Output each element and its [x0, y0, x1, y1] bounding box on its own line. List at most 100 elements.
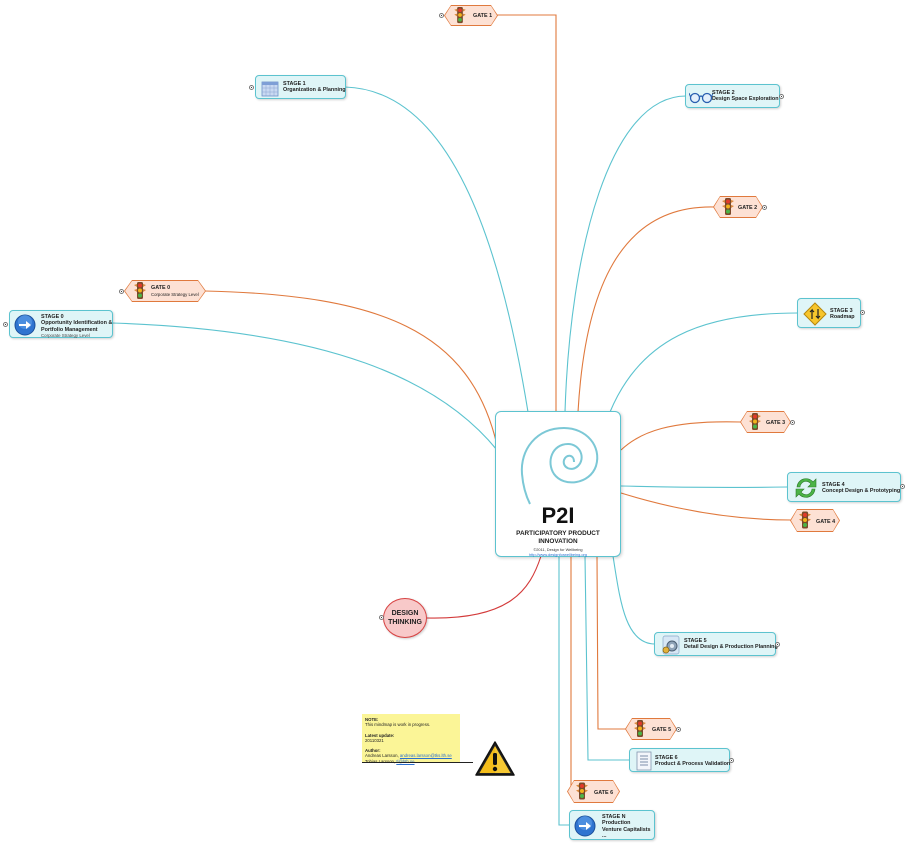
author-2-name: Tobias Larsson, [365, 759, 395, 764]
gate-0-small: Corporate Strategy Level [151, 291, 199, 297]
gate-0-node[interactable]: GATE 0 Corporate Strategy Level [124, 280, 206, 302]
central-topic-p2i[interactable]: P2I PARTICIPATORY PRODUCT INNOVATION ©20… [495, 411, 621, 557]
collapse-toggle-stage-0[interactable] [3, 322, 8, 327]
gate-4-title: GATE 4 [816, 519, 836, 525]
stage-2-text: STAGE 2 Design Space Exploration [712, 90, 779, 103]
link-stage-5 [612, 555, 656, 645]
collapse-toggle-gate-0[interactable] [119, 289, 124, 294]
stage-2-title: STAGE 2 [712, 90, 735, 96]
link-stage-0 [111, 322, 498, 451]
traffic-light-icon [799, 511, 811, 529]
design-thinking-node[interactable]: DESIGN THINKING [383, 598, 427, 638]
stage-5-text: STAGE 5 Detail Design & Production Plann… [684, 638, 778, 651]
collapse-toggle-stage-1[interactable] [249, 85, 254, 90]
collapse-toggle-stage-2[interactable] [779, 94, 784, 99]
collapse-toggle-gate-2[interactable] [762, 205, 767, 210]
note-author-2: Tobias Larsson, tl@bth.se [365, 759, 457, 764]
stage-6-title: STAGE 6 [655, 755, 678, 761]
road-sign-icon [803, 302, 827, 326]
stage-0-subtitle-2: Portfolio Management [41, 326, 98, 333]
stage-3-text: STAGE 3 Roadmap [830, 308, 855, 321]
note-box[interactable]: NOTE: This mindmap is work in progress. … [362, 714, 460, 764]
traffic-light-icon [749, 413, 761, 430]
gate-3-node[interactable]: GATE 3 [740, 411, 791, 433]
link-gate-3 [620, 421, 742, 451]
stage-0-text: STAGE 0 Opportunity Identification & Por… [41, 314, 112, 339]
collapse-toggle-stage-4[interactable] [900, 484, 905, 489]
link-gate-4 [620, 492, 792, 521]
gate-4-node[interactable]: GATE 4 [790, 509, 840, 532]
blue-arrow-icon [14, 314, 36, 336]
gate-2-title: GATE 2 [738, 205, 758, 211]
stage-2-node[interactable]: STAGE 2 Design Space Exploration [685, 84, 780, 108]
stage-4-subtitle: Concept Design & Prototyping [822, 488, 901, 495]
gate-0-text: GATE 0 Corporate Strategy Level [151, 285, 199, 297]
collapse-toggle-design-thinking[interactable] [379, 615, 384, 620]
stage-n-ellipsis: ... [602, 832, 607, 839]
traffic-light-icon [454, 6, 466, 24]
stage-n-node[interactable]: STAGE N Production Venture Capitalists .… [569, 810, 655, 840]
stage-3-node[interactable]: STAGE 3 Roadmap [797, 298, 861, 328]
central-subtitle-line2: INNOVATION [538, 538, 578, 545]
collapse-toggle-stage-5[interactable] [775, 642, 780, 647]
stage-1-text: STAGE 1 Organization & Planning [283, 81, 346, 94]
note-author-1: Andreas Larsson, andreas.larsson@tks.lth… [365, 753, 457, 758]
traffic-light-icon [722, 198, 734, 215]
note-heading: NOTE: [365, 717, 379, 722]
collapse-toggle-gate-1[interactable] [439, 13, 444, 18]
warning-icon [475, 741, 515, 776]
stage-1-subtitle: Organization & Planning [283, 87, 346, 94]
link-gate-1 [497, 14, 557, 412]
gate-1-node[interactable]: GATE 1 [444, 5, 498, 26]
link-gate-6 [568, 556, 572, 792]
spiral-logo-icon [520, 426, 599, 505]
gate-6-node[interactable]: GATE 6 [567, 780, 620, 803]
gate-5-title: GATE 5 [652, 727, 672, 733]
note-text: This mindmap is work in progress. [365, 722, 431, 728]
collapse-toggle-gate-3[interactable] [790, 420, 795, 425]
stage-5-node[interactable]: STAGE 5 Detail Design & Production Plann… [654, 632, 778, 656]
glasses-icon [689, 92, 713, 104]
stage-n-subtitle-1: Production [602, 820, 631, 827]
central-subtitle: PARTICIPATORY PRODUCT INNOVATION [496, 530, 620, 546]
author-1-email-link[interactable]: andreas.larsson@tks.lth.se [399, 753, 452, 759]
note-update-label: Latest update: [365, 732, 395, 738]
collapse-toggle-stage-6[interactable] [729, 758, 734, 763]
stage-n-text: STAGE N Production Venture Capitalists .… [602, 814, 651, 839]
link-gate-2 [577, 206, 715, 413]
website-link[interactable]: http://www.designforwellbeing.org [529, 552, 587, 557]
stage-2-subtitle: Design Space Exploration [712, 96, 779, 103]
blue-arrow-icon [574, 815, 596, 837]
copyright-text: ©2011, Design for Wellbeing [533, 547, 583, 552]
collapse-toggle-gate-5[interactable] [676, 727, 681, 732]
stage-0-subtitle-1: Opportunity Identification & [41, 320, 113, 327]
stage-0-title: STAGE 0 [41, 314, 64, 320]
stage-1-node[interactable]: STAGE 1 Organization & Planning [255, 75, 346, 99]
calendar-icon [261, 81, 279, 97]
central-subtitle-line1: PARTICIPATORY PRODUCT [516, 530, 600, 537]
note-underline [362, 762, 473, 763]
gate-5-node[interactable]: GATE 5 [625, 718, 677, 740]
checklist-icon [636, 751, 652, 771]
recycle-arrows-icon [795, 478, 817, 498]
stage-4-node[interactable]: STAGE 4 Concept Design & Prototyping [787, 472, 901, 502]
stage-0-small: Corporate Strategy Level [41, 332, 90, 338]
central-copyright: ©2011, Design for Wellbeing http://www.d… [496, 547, 620, 557]
design-thinking-label: DESIGN THINKING [384, 610, 426, 627]
note-update-value: 20110321 [365, 737, 384, 743]
stage-5-subtitle: Detail Design & Production Planning [684, 644, 778, 651]
link-gate-0 [204, 290, 498, 446]
stage-3-subtitle: Roadmap [830, 314, 855, 321]
collapse-toggle-stage-3[interactable] [860, 310, 865, 315]
stage-n-title: STAGE N [602, 814, 626, 820]
gate-2-node[interactable]: GATE 2 [713, 196, 763, 218]
link-stage-6 [584, 555, 630, 761]
design-thinking-line2: THINKING [388, 618, 422, 626]
stage-0-node[interactable]: STAGE 0 Opportunity Identification & Por… [9, 310, 113, 338]
gate-0-fill [125, 281, 205, 301]
traffic-light-icon [576, 782, 588, 800]
stage-n-subtitle-2: Venture Capitalists [602, 826, 651, 833]
stage-6-node[interactable]: STAGE 6 Product & Process Validation [629, 748, 730, 772]
author-2-email-link[interactable]: tl@bth.se [396, 759, 414, 764]
